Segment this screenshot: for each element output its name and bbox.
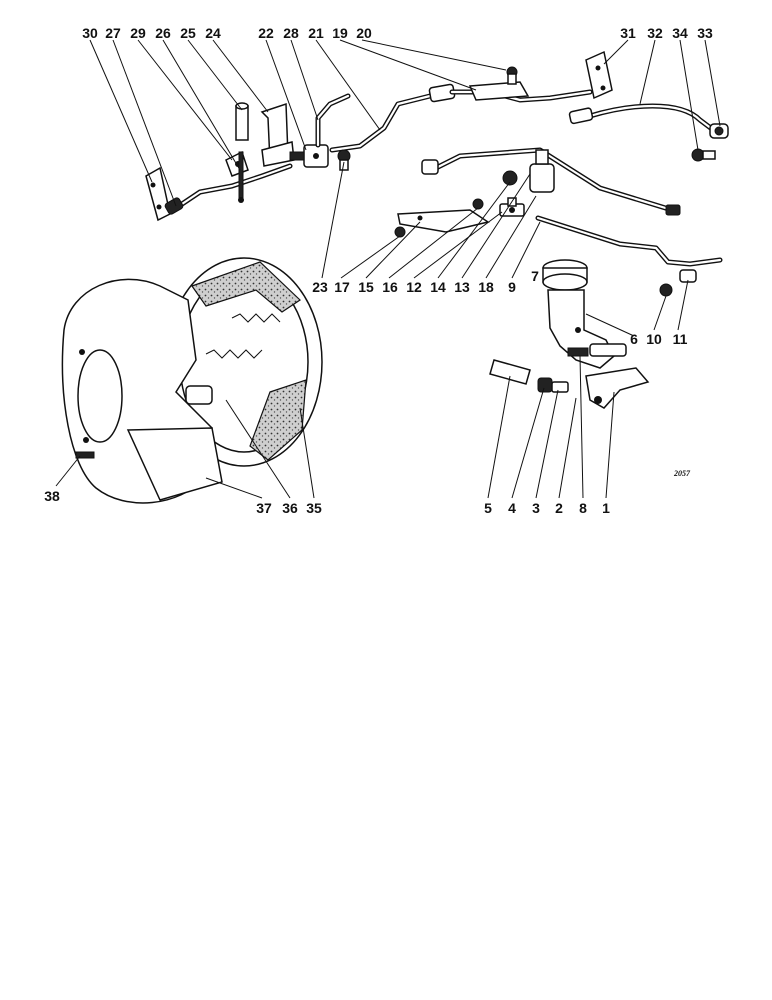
wheel-cylinder <box>185 385 213 405</box>
label-25: 25 <box>180 25 196 41</box>
label-37: 37 <box>256 500 272 516</box>
bracket-15 <box>397 209 490 233</box>
label-10: 10 <box>646 331 662 347</box>
banjo-33 <box>709 123 729 139</box>
brake-shoe-lower <box>249 379 307 461</box>
label-23: 23 <box>312 279 328 295</box>
label-20: 20 <box>356 25 372 41</box>
label-27: 27 <box>105 25 121 41</box>
label-29: 29 <box>130 25 146 41</box>
hose-21 <box>329 83 456 153</box>
sleeve-25 <box>235 102 249 141</box>
label-17: 17 <box>334 279 350 295</box>
label-14: 14 <box>430 279 446 295</box>
label-33: 33 <box>697 25 713 41</box>
label-30: 30 <box>82 25 98 41</box>
label-8: 8 <box>579 500 587 516</box>
screw-38 <box>75 451 95 459</box>
fitting-13 <box>502 170 518 186</box>
label-7: 7 <box>531 268 539 284</box>
label-3: 3 <box>532 500 540 516</box>
label-11: 11 <box>673 331 688 347</box>
return-spring-36 <box>205 313 281 359</box>
union-10 <box>659 283 673 297</box>
bolt-8 <box>567 347 589 357</box>
brake-shoe-upper <box>191 261 301 313</box>
label-15: 15 <box>358 279 374 295</box>
label-1: 1 <box>602 500 610 516</box>
hose-32 <box>568 103 719 135</box>
label-4: 4 <box>508 500 516 516</box>
pin-5 <box>489 359 531 385</box>
label-9: 9 <box>508 279 516 295</box>
clevis-3 <box>551 381 569 393</box>
brake-drum-37 <box>61 278 223 504</box>
pipe-9 <box>535 215 723 267</box>
bolt-34 <box>691 148 716 162</box>
bolt-23 <box>337 149 351 171</box>
master-cylinder-6 <box>547 289 627 369</box>
label-12: 12 <box>406 279 422 295</box>
reference-number: 2057 <box>673 469 691 478</box>
tee-piece-22 <box>289 144 329 168</box>
tee-12 <box>499 197 525 217</box>
bracket-1 <box>585 367 650 409</box>
washer-4 <box>537 377 553 393</box>
bracket-24 <box>260 102 295 167</box>
label-36: 36 <box>282 500 298 516</box>
label-31: 31 <box>620 25 636 41</box>
label-18: 18 <box>478 279 494 295</box>
label-5: 5 <box>484 500 492 516</box>
label-28: 28 <box>283 25 299 41</box>
label-22: 22 <box>258 25 274 41</box>
label-6: 6 <box>630 331 638 347</box>
pipe-28 <box>315 93 351 148</box>
label-2: 2 <box>555 500 563 516</box>
label-24: 24 <box>205 25 221 41</box>
leader-lines <box>55 39 721 499</box>
reservoir-cap-7 <box>542 259 588 291</box>
switch-18 <box>529 149 555 193</box>
label-35: 35 <box>306 500 322 516</box>
bracket-31 <box>585 50 613 100</box>
bracket-20 <box>468 66 530 101</box>
label-19: 19 <box>332 25 348 41</box>
label-38: 38 <box>44 488 60 504</box>
pin-26 <box>238 151 244 203</box>
label-13: 13 <box>454 279 470 295</box>
bolt-16 <box>472 198 484 210</box>
pipe-27 <box>164 163 293 215</box>
label-16: 16 <box>382 279 398 295</box>
callout-labels: 30 27 29 26 25 24 22 28 21 19 20 31 32 3… <box>44 25 713 516</box>
label-26: 26 <box>155 25 171 41</box>
label-34: 34 <box>672 25 688 41</box>
bolt-17 <box>394 226 406 238</box>
label-21: 21 <box>308 25 324 41</box>
label-32: 32 <box>647 25 663 41</box>
